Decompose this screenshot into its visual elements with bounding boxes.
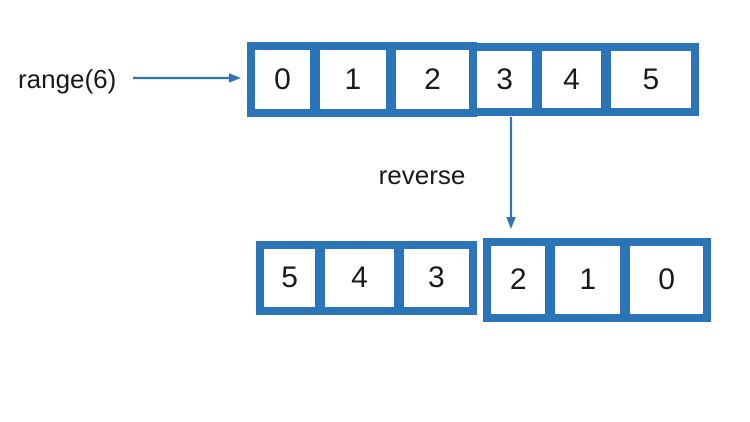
top-array-group-left: 0 1 2 <box>247 42 477 117</box>
array-cell: 1 <box>555 246 621 314</box>
top-array-group-right: 3 4 5 <box>469 43 699 116</box>
reverse-label: reverse <box>378 160 466 190</box>
array-cell: 0 <box>255 50 310 109</box>
range-label: range(6) <box>18 64 117 94</box>
array-cell: 3 <box>403 249 470 307</box>
array-cell: 4 <box>325 249 394 307</box>
down-arrow-icon <box>506 117 516 229</box>
array-cell: 2 <box>491 246 546 314</box>
array-cell: 2 <box>395 50 469 109</box>
right-arrow-icon <box>133 73 241 83</box>
bottom-array-group-left: 5 4 3 <box>256 241 477 315</box>
array-cell: 5 <box>264 249 316 307</box>
array-cell: 1 <box>319 50 386 109</box>
array-cell: 0 <box>630 246 703 314</box>
bottom-array-group-right: 2 1 0 <box>483 238 711 322</box>
array-cell: 3 <box>477 51 533 108</box>
array-cell: 5 <box>610 51 691 108</box>
array-cell: 4 <box>542 51 601 108</box>
